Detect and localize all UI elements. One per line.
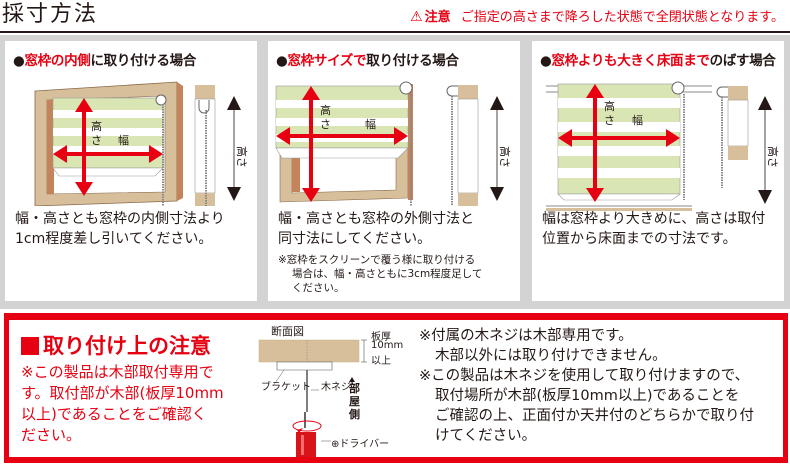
inside-frame-illustration: 高 さ 幅 高さ (34, 81, 249, 206)
cross-section-diagram (258, 339, 367, 457)
label-width: 幅 (118, 134, 129, 147)
caution-banner: ⚠注意ご指定の高さまで降ろした状態で全閉状態となります。 (410, 8, 784, 27)
panel-title: ●窓枠サイズで取り付ける場合 (276, 53, 459, 69)
page-header: 採寸方法 ⚠注意ご指定の高さまで降ろした状態で全閉状態となります。 (0, 0, 790, 33)
svg-text:幅: 幅 (632, 114, 643, 127)
thickness-label: 板厚 (371, 332, 391, 343)
page-title: 採寸方法 (2, 2, 99, 27)
label-height: 高 (91, 119, 102, 133)
svg-text:高さ: 高さ (235, 146, 249, 168)
svg-text:幅: 幅 (365, 118, 376, 131)
panel-description: 幅は窓枠より大きめに、高さは取付 位置から床面までの寸法です。 (542, 211, 766, 247)
wood-screw-label: 木ネジ (321, 382, 351, 393)
screwdriver-label: ⊕ドライバー (331, 439, 390, 450)
caution-text: ご指定の高さまで降ろした状態で全閉状態となります。 (460, 10, 784, 25)
svg-text:高さ: 高さ (498, 146, 512, 168)
panel-description: 幅・高さとも窓枠の内側寸法より 1cm程度差し引いてください。 (15, 211, 225, 247)
svg-text:高さ: 高さ (766, 146, 780, 168)
svg-text:さ: さ (320, 118, 331, 131)
bracket-label: ブラケット (261, 382, 311, 393)
notice-notes: ※付属の木ネジは木部専用です。 木部以外には取り付けできません。 ※この製品は木… (419, 328, 754, 444)
svg-text:高: 高 (604, 99, 615, 113)
panel-description: 幅・高さとも窓枠の外側寸法と 同寸法にしてください。 (278, 211, 474, 247)
section-view-label: 断面図 (271, 325, 304, 338)
svg-text:高: 高 (320, 103, 331, 117)
room-side-label: 部屋側 (349, 382, 360, 421)
panel-title: ●窓枠の内側に取り付ける場合 (13, 53, 197, 69)
panel-note: ※窓枠をスクリーンで覆う様に取り付ける 場合は、幅・高さともに3cm程度足して … (278, 254, 483, 294)
caution-label: 注意 (424, 10, 451, 25)
panel-frame-size: ●窓枠サイズで取り付ける場合 高 さ 幅 高さ 幅・高さとも窓枠の外側寸法と 同… (268, 41, 520, 301)
square-bullet-icon (21, 337, 39, 355)
frame-size-illustration: 高 さ 幅 高さ (275, 81, 512, 206)
panel-title: ●窓枠よりも大きく床面までのばす場合 (540, 53, 776, 69)
installation-notice: 取り付け上の注意 ※この製品は木部取付専用で す。取付部が木部(板厚10mm 以… (4, 313, 788, 463)
panel-to-floor: ●窓枠よりも大きく床面までのばす場合 高 さ 幅 高さ 幅は窓枠より大きめに、高… (532, 41, 784, 301)
panel-inside-frame: ●窓枠の内側に取り付ける場合 高 さ 幅 高さ 幅・高さとも窓枠の内側寸法より … (5, 41, 257, 301)
warning-triangle-icon: ⚠ (410, 9, 423, 25)
notice-body: ※この製品は木部取付専用で す。取付部が木部(板厚10mm 以上)であることをご… (21, 363, 224, 444)
svg-text:さ: さ (91, 134, 102, 147)
notice-title: 取り付け上の注意 (21, 330, 211, 360)
to-floor-illustration: 高 さ 幅 高さ (546, 81, 780, 211)
svg-text:さ: さ (604, 114, 615, 127)
